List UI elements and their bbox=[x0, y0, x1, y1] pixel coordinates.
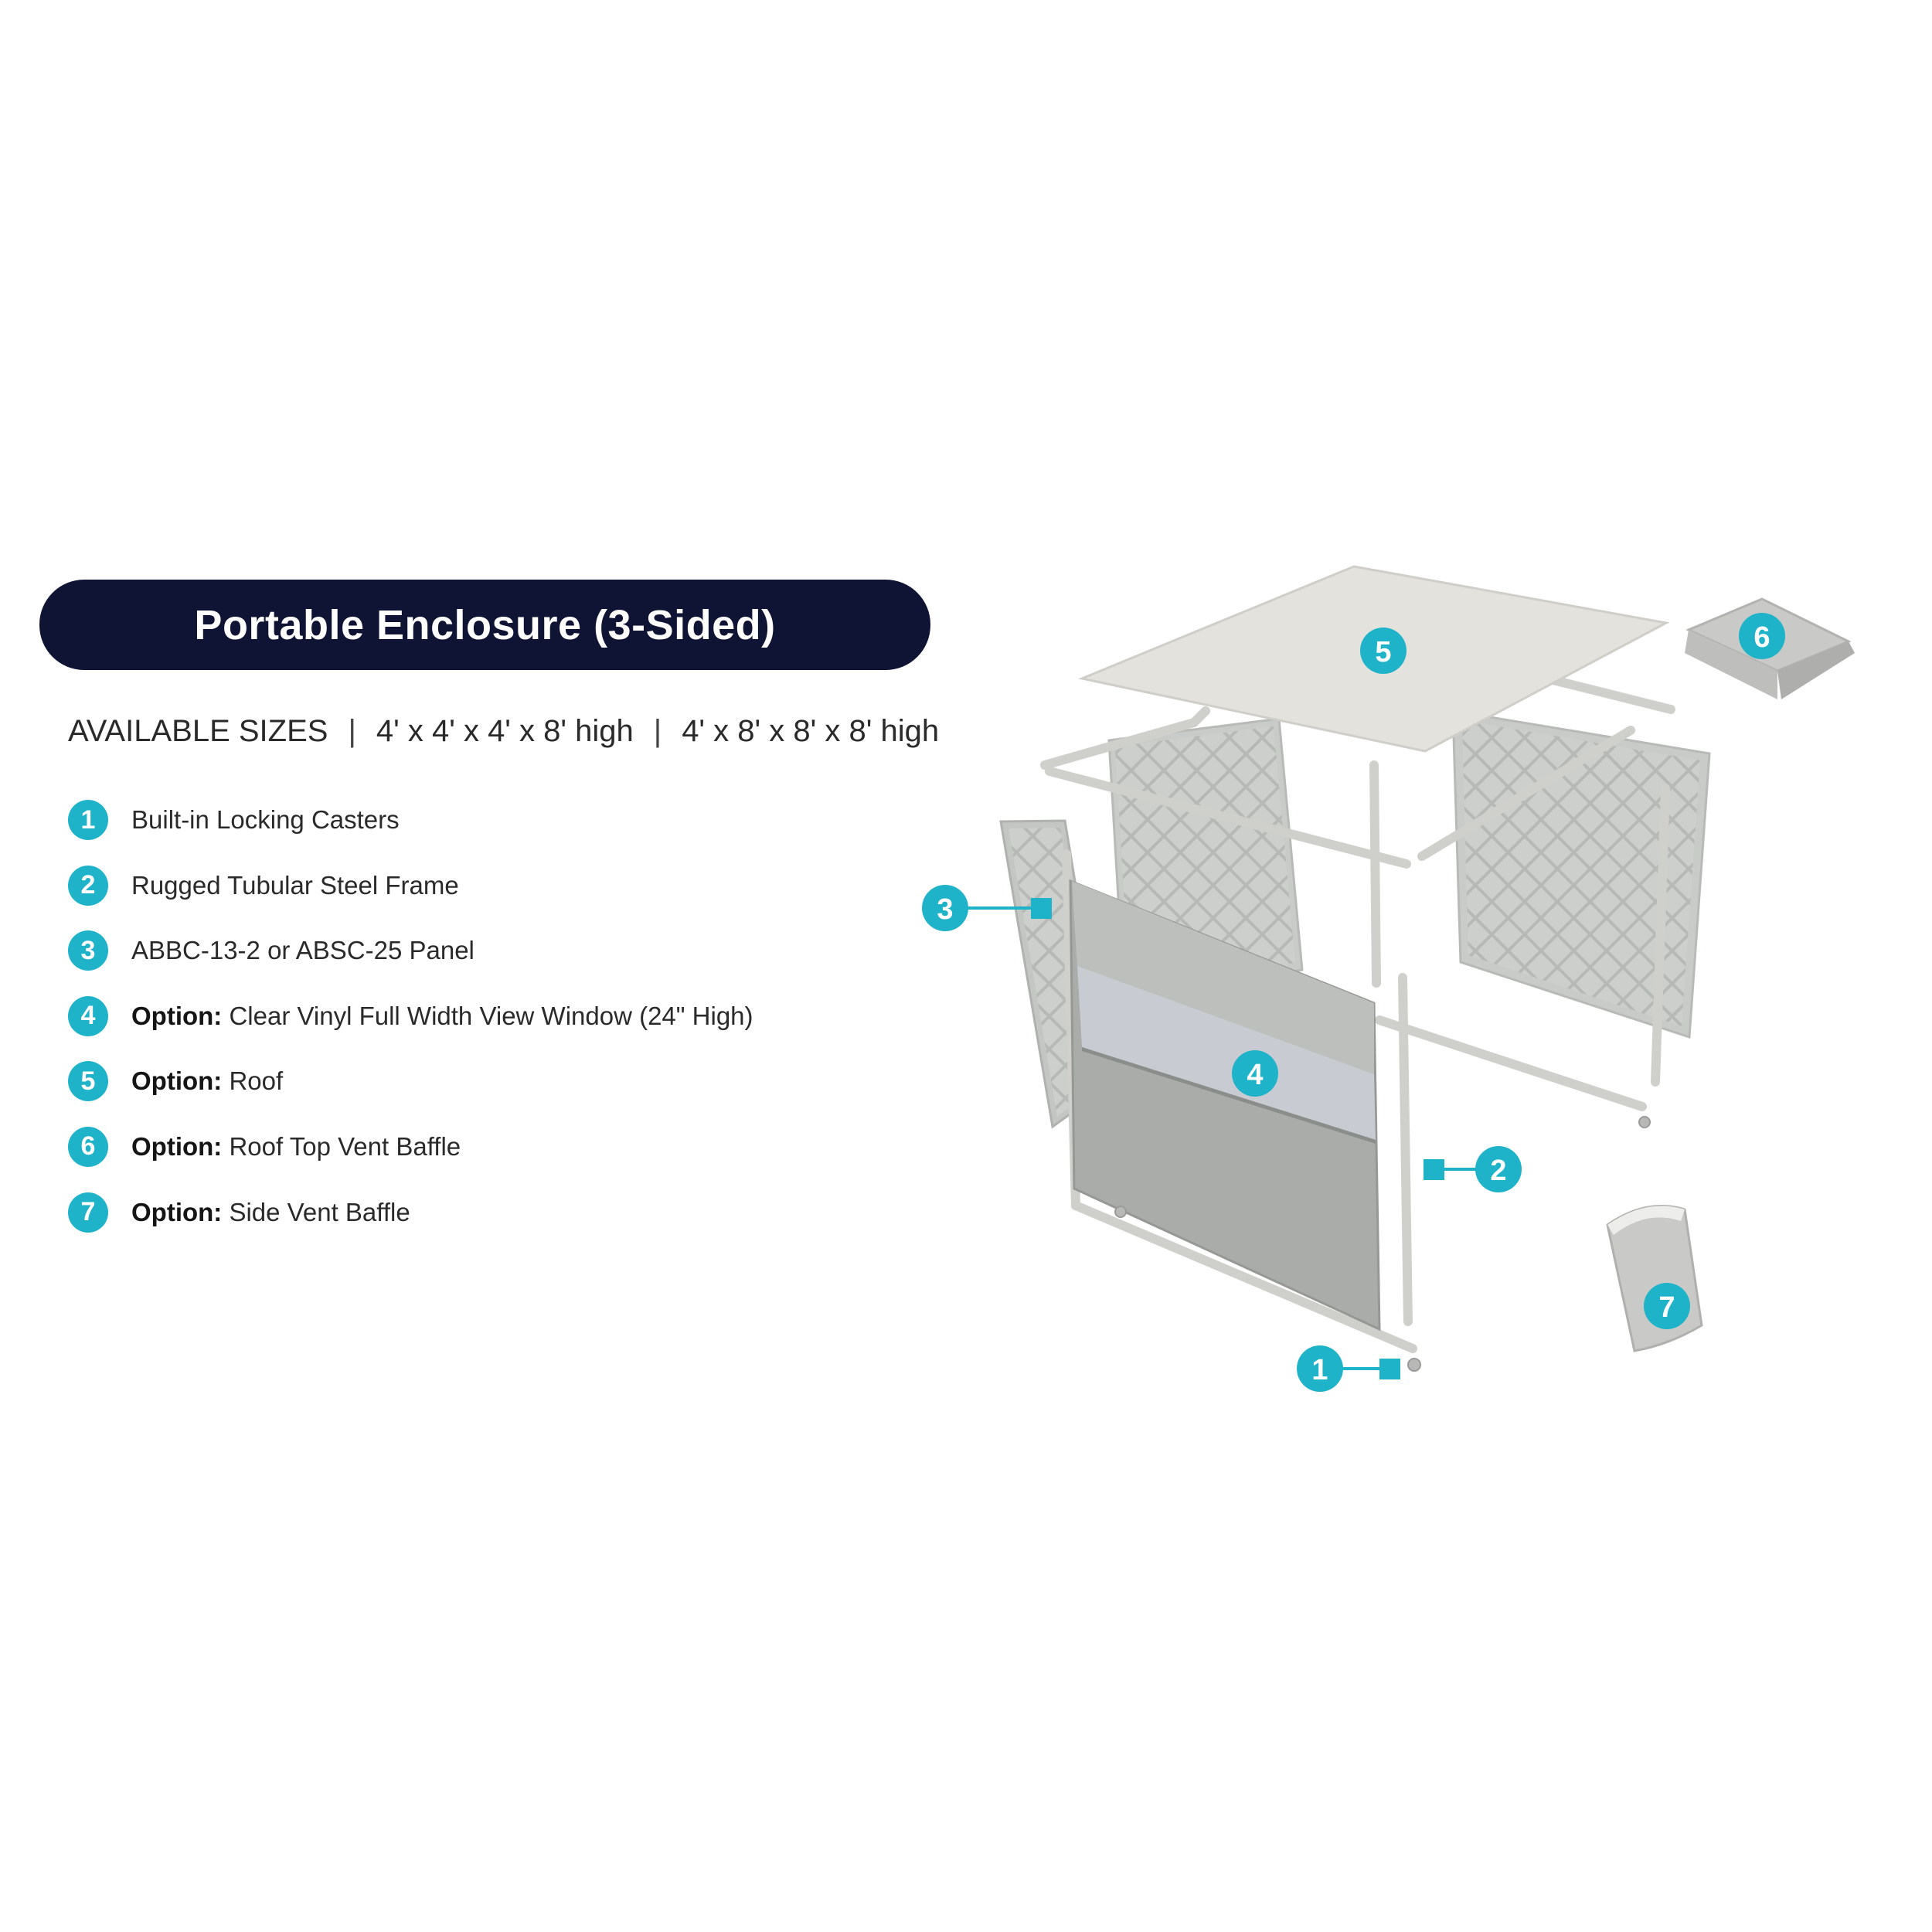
frame-top-right-rail bbox=[1417, 726, 1635, 861]
callout-badge bbox=[1297, 1345, 1343, 1392]
callout-6: 6 bbox=[1739, 613, 1785, 659]
frame-top-left-rail bbox=[1040, 718, 1199, 770]
feature-text: Option: Roof bbox=[131, 1066, 283, 1096]
number-badge: 5 bbox=[68, 1061, 108, 1102]
view-window bbox=[1077, 966, 1376, 1140]
callout-2: 2 bbox=[1423, 1146, 1522, 1192]
callout-marker bbox=[1379, 1359, 1400, 1379]
frame-bottom-rail bbox=[1375, 1015, 1647, 1111]
callout-marker bbox=[1423, 1159, 1444, 1180]
feature-prefix: Option: bbox=[131, 1066, 223, 1096]
number-badge: 7 bbox=[68, 1192, 108, 1233]
sizes-separator: | bbox=[653, 713, 662, 748]
feature-text: Option: Clear Vinyl Full Width View Wind… bbox=[131, 1002, 753, 1031]
feature-text: Built-in Locking Casters bbox=[131, 805, 400, 835]
feature-item: 3 ABBC-13-2 or ABSC-25 Panel bbox=[68, 930, 753, 971]
callout-badge bbox=[1475, 1146, 1522, 1192]
feature-label: Side Vent Baffle bbox=[222, 1197, 410, 1226]
callout-number: 3 bbox=[937, 893, 953, 926]
feature-label: Roof Top Vent Baffle bbox=[222, 1131, 461, 1161]
caster-wheel bbox=[1407, 1358, 1421, 1372]
frame-front-right-post bbox=[1398, 973, 1413, 1326]
casters bbox=[1114, 1116, 1651, 1372]
callout-3: 3 bbox=[922, 885, 1052, 931]
callout-number: 5 bbox=[1375, 636, 1391, 668]
callout-5: 5 bbox=[1360, 628, 1406, 674]
frame-top-front-rail bbox=[1045, 767, 1411, 869]
frame-right-post bbox=[1651, 784, 1670, 1087]
callout-badge bbox=[1360, 628, 1406, 674]
feature-text: Option: Roof Top Vent Baffle bbox=[131, 1132, 461, 1162]
feature-label: Clear Vinyl Full Width View Window (24" … bbox=[222, 1001, 753, 1030]
feature-item: 7 Option: Side Vent Baffle bbox=[68, 1192, 753, 1233]
feature-prefix: Option: bbox=[131, 1131, 223, 1161]
page-title: Portable Enclosure (3-Sided) bbox=[194, 601, 776, 648]
callout-badge bbox=[922, 885, 968, 931]
feature-item: 2 Rugged Tubular Steel Frame bbox=[68, 865, 753, 906]
feature-prefix: Option: bbox=[131, 1001, 223, 1030]
callout-number: 7 bbox=[1658, 1291, 1675, 1324]
frame-front-bottom-rail bbox=[1071, 1201, 1417, 1353]
number-badge: 2 bbox=[68, 865, 108, 906]
size-option-1: 4' x 4' x 4' x 8' high bbox=[376, 713, 634, 748]
sizes-label: AVAILABLE SIZES bbox=[68, 713, 328, 748]
size-option-2: 4' x 8' x 8' x 8' high bbox=[682, 713, 940, 748]
feature-item: 4 Option: Clear Vinyl Full Width View Wi… bbox=[68, 995, 753, 1036]
callout-7: 7 bbox=[1644, 1283, 1690, 1329]
frame-back-post bbox=[1369, 760, 1381, 988]
frame-back-rail bbox=[1549, 675, 1675, 714]
title-banner: Portable Enclosure (3-Sided) bbox=[39, 580, 930, 670]
steel-frame bbox=[1040, 675, 1675, 1353]
callout-number: 2 bbox=[1490, 1155, 1506, 1187]
side-vent-baffle bbox=[1606, 1205, 1703, 1352]
callout-number: 4 bbox=[1247, 1059, 1263, 1091]
number-badge: 6 bbox=[68, 1126, 108, 1167]
feature-item: 5 Option: Roof bbox=[68, 1061, 753, 1102]
available-sizes: AVAILABLE SIZES | 4' x 4' x 4' x 8' high… bbox=[68, 709, 939, 753]
feature-text: Rugged Tubular Steel Frame bbox=[131, 871, 459, 900]
number-badge: 4 bbox=[68, 995, 108, 1036]
callout-marker bbox=[1031, 898, 1052, 919]
callout-badge bbox=[1644, 1283, 1690, 1329]
callout-number: 1 bbox=[1311, 1354, 1328, 1386]
callout-badge bbox=[1232, 1050, 1278, 1097]
frame-top-rail-stub bbox=[1189, 706, 1210, 727]
feature-text: Option: Side Vent Baffle bbox=[131, 1198, 410, 1227]
callout-badge bbox=[1739, 613, 1785, 659]
feature-label: Built-in Locking Casters bbox=[131, 805, 400, 834]
front-panel bbox=[1069, 879, 1381, 1332]
callout-number: 6 bbox=[1753, 621, 1770, 654]
feature-label: Roof bbox=[222, 1066, 284, 1096]
feature-item: 6 Option: Roof Top Vent Baffle bbox=[68, 1126, 753, 1167]
feature-label: Rugged Tubular Steel Frame bbox=[131, 870, 459, 900]
number-badge: 1 bbox=[68, 800, 108, 840]
feature-text: ABBC-13-2 or ABSC-25 Panel bbox=[131, 936, 474, 965]
callout-4: 4 bbox=[1232, 1050, 1278, 1097]
feature-prefix: Option: bbox=[131, 1197, 223, 1226]
feature-list: 1 Built-in Locking Casters 2 Rugged Tubu… bbox=[68, 800, 753, 1257]
number-badge: 3 bbox=[68, 930, 108, 971]
feature-label: ABBC-13-2 or ABSC-25 Panel bbox=[131, 936, 474, 965]
sizes-separator: | bbox=[348, 713, 356, 748]
callout-1: 1 bbox=[1297, 1345, 1400, 1392]
feature-item: 1 Built-in Locking Casters bbox=[68, 800, 753, 840]
